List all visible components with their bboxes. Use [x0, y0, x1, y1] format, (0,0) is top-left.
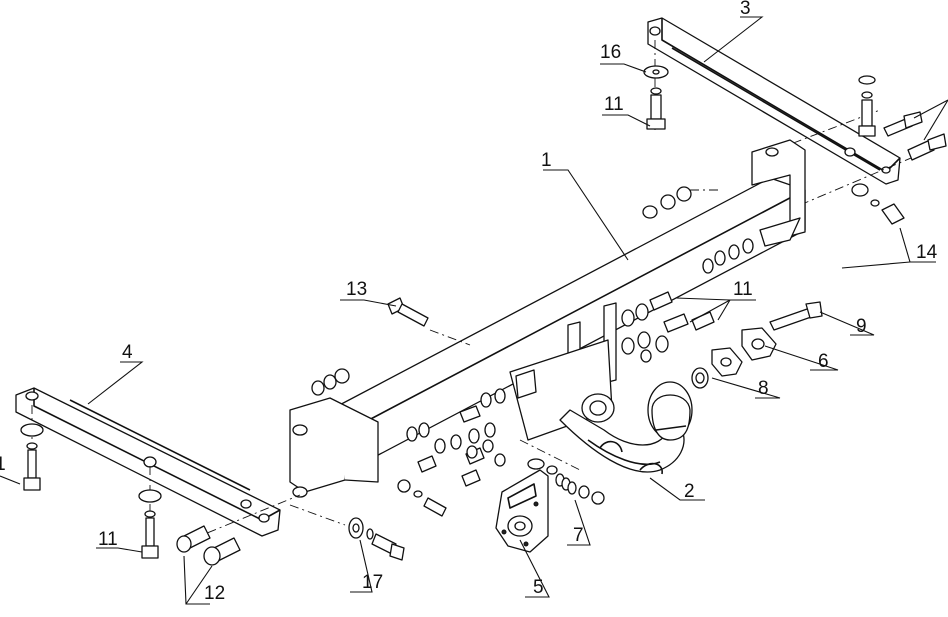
callout-3: 3: [740, 0, 751, 19]
callout-7: 7: [573, 525, 584, 546]
nuts-upper-right: [642, 186, 754, 274]
bolt-13: [387, 297, 429, 327]
callout-11-middle: 11: [733, 279, 753, 300]
side-bracket-left: [15, 387, 281, 537]
socket-plate-5: [495, 469, 549, 553]
washer-17: [348, 517, 405, 561]
callout-1: 1: [541, 150, 552, 171]
spring-7: [555, 473, 605, 505]
callout-8: 8: [758, 378, 769, 399]
callout-14: 14: [916, 242, 938, 263]
callout-2: 2: [684, 481, 695, 502]
spacer-6: [741, 327, 777, 361]
bolts-right-upper: [851, 75, 947, 225]
callout-4: 4: [122, 342, 133, 363]
center-mount: [509, 302, 617, 441]
callout-11-left-edge: 11: [0, 454, 6, 475]
callout-13: 13: [346, 279, 367, 300]
bolt-9: [769, 301, 823, 331]
callout-16: 16: [600, 42, 621, 63]
washer-16: [643, 65, 669, 79]
bolts-left-cluster: [311, 368, 558, 517]
callout-11-upper: 11: [604, 94, 624, 115]
ball-neck: [559, 381, 693, 475]
callout-9: 9: [856, 316, 867, 337]
callout-12: 12: [204, 583, 225, 604]
cross-beam: [289, 139, 806, 498]
callout-6: 6: [818, 351, 829, 372]
callout-17: 17: [362, 572, 383, 593]
callout-labels: 1 2 3 4 5 6 7 8 9 11 11 11 11 12 13 14 1…: [0, 0, 938, 604]
bolts-12: [176, 525, 241, 566]
callout-11-left-lower: 11: [98, 529, 118, 550]
bolt-11-upper: [646, 87, 666, 130]
leader-lines: [0, 16, 948, 605]
callout-5: 5: [533, 577, 544, 598]
spacer-8: [691, 347, 743, 389]
bolts-11-middle: [621, 291, 715, 363]
side-bracket-right: [647, 17, 901, 185]
bolts-left-lower: [20, 423, 162, 559]
